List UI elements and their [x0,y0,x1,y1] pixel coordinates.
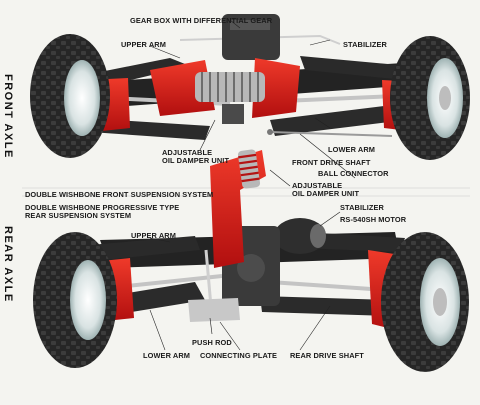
label-lower-arm-rear: LOWER ARM [143,351,191,360]
label-lower-arm-front: LOWER ARM [328,145,376,154]
rear-axle-group [33,149,469,372]
label-dw-front: DOUBLE WISHBONE FRONT SUSPENSION SYSTEM [25,190,214,199]
front-center-housing-right [252,58,300,118]
label-adjustable-rear-1: ADJUSTABLE [292,181,343,190]
front-oil-damper [195,72,265,102]
rear-upper-arm-right [300,232,405,252]
label-dw-rear-1: DOUBLE WISHBONE PROGRESSIVE TYPE [25,203,180,212]
label-connecting-plate: CONNECTING PLATE [200,351,278,360]
label-motor: RS-540SH MOTOR [340,215,407,224]
front-upper-arm-right [300,56,410,80]
ball-connector-rod [269,131,393,137]
label-adjustable-front-2: OIL DAMPER UNIT [162,156,230,165]
rear-axle-side-label: REAR AXLE [2,226,14,303]
rear-drive-shaft-right [269,280,386,292]
label-adjustable-front-1: ADJUSTABLE [162,148,213,157]
front-axle-side-label: FRONT AXLE [2,74,14,159]
label-upper-arm-front: UPPER ARM [121,40,166,49]
rear-lower-arm-right [260,296,390,316]
label-ball-connector: BALL CONNECTOR [318,169,389,178]
label-front-drive-shaft: FRONT DRIVE SHAFT [292,158,371,167]
label-stabilizer-rear: STABILIZER [340,203,384,212]
front-lower-arm-right [270,104,405,136]
label-push-rod: PUSH ROD [192,338,232,347]
leader-lines [149,19,356,351]
label-dw-rear-2: REAR SUSPENSION SYSTEM [25,211,132,220]
connecting-plate [188,298,240,322]
label-gear-box: GEAR BOX WITH DIFFERENTIAL GEAR [130,16,273,25]
label-stabilizer-front: STABILIZER [343,40,387,49]
label-adjustable-rear-2: OIL DAMPER UNIT [292,189,360,198]
label-rear-drive-shaft: REAR DRIVE SHAFT [290,351,364,360]
front-left-rim [64,60,100,136]
label-upper-arm-rear: UPPER ARM [131,231,176,240]
rear-upper-arm-left [78,236,200,262]
rear-left-rim [70,260,106,340]
front-axle-group [30,14,470,160]
